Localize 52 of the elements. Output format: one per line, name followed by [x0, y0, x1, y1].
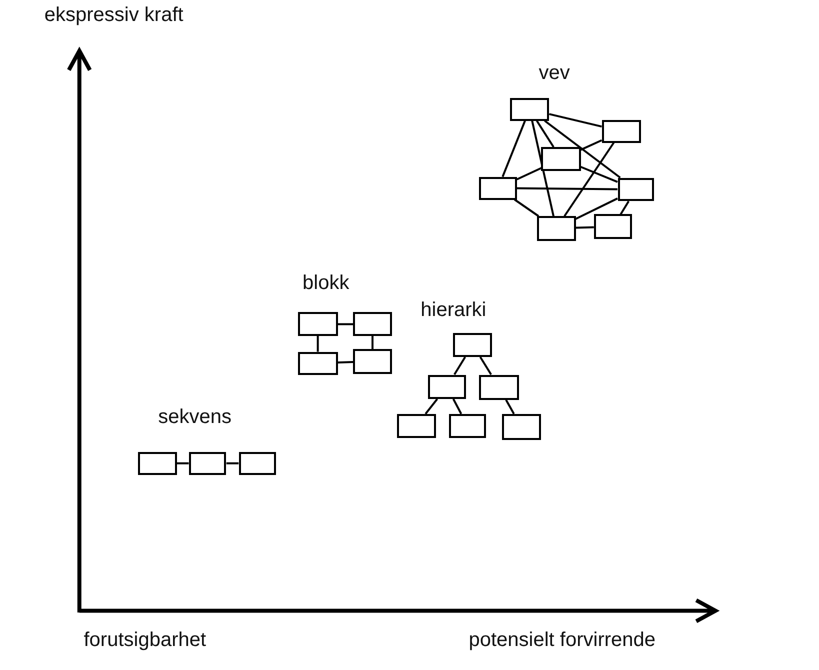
- connector-line: [580, 139, 602, 151]
- connector-line: [531, 120, 554, 216]
- connector-line: [176, 462, 189, 464]
- empty-box: [353, 349, 392, 374]
- connector-line: [226, 462, 239, 464]
- empty-box: [502, 414, 540, 440]
- connector-line: [536, 120, 554, 148]
- connector-line: [479, 356, 492, 376]
- connector-line: [337, 361, 354, 364]
- group-label: vev: [538, 63, 570, 83]
- connector-line: [372, 336, 374, 350]
- empty-box: [353, 312, 392, 336]
- connector-line: [620, 200, 630, 215]
- empty-box: [298, 312, 338, 336]
- empty-box: [541, 147, 581, 171]
- connector-line: [516, 167, 542, 180]
- empty-box: [397, 414, 436, 438]
- connector-line: [424, 398, 438, 414]
- axis-title: ekspressiv kraft: [44, 5, 184, 26]
- connector-line: [338, 323, 354, 326]
- empty-box: [298, 352, 338, 374]
- empty-box: [479, 176, 517, 200]
- empty-box: [448, 414, 486, 438]
- connector-line: [502, 120, 526, 178]
- empty-box: [479, 374, 519, 400]
- connector-line: [549, 113, 602, 128]
- empty-box: [188, 452, 226, 476]
- connector-line: [575, 226, 594, 229]
- empty-box: [594, 214, 632, 239]
- connector-line: [514, 198, 540, 217]
- connector-line: [454, 356, 466, 376]
- connector-line: [564, 142, 615, 217]
- group-label: hierarki: [420, 300, 486, 320]
- axis-title: forutsigbarhet: [84, 630, 206, 650]
- empty-box: [238, 452, 276, 476]
- connector-line: [316, 336, 319, 352]
- connector-line: [544, 120, 621, 178]
- empty-box: [138, 452, 176, 476]
- empty-box: [602, 120, 642, 143]
- group-label: blokk: [302, 273, 350, 293]
- connector-line: [452, 398, 462, 414]
- group-label: sekvens: [158, 406, 232, 427]
- connector-line: [580, 166, 618, 183]
- empty-box: [510, 98, 550, 121]
- empty-box: [428, 374, 466, 399]
- empty-box: [453, 332, 492, 357]
- empty-box: [537, 216, 576, 241]
- empty-box: [618, 178, 654, 202]
- axis-title: potensielt forvirrende: [468, 630, 656, 650]
- connector-line: [516, 187, 618, 190]
- connector-line: [575, 198, 618, 220]
- connector-line: [505, 399, 515, 414]
